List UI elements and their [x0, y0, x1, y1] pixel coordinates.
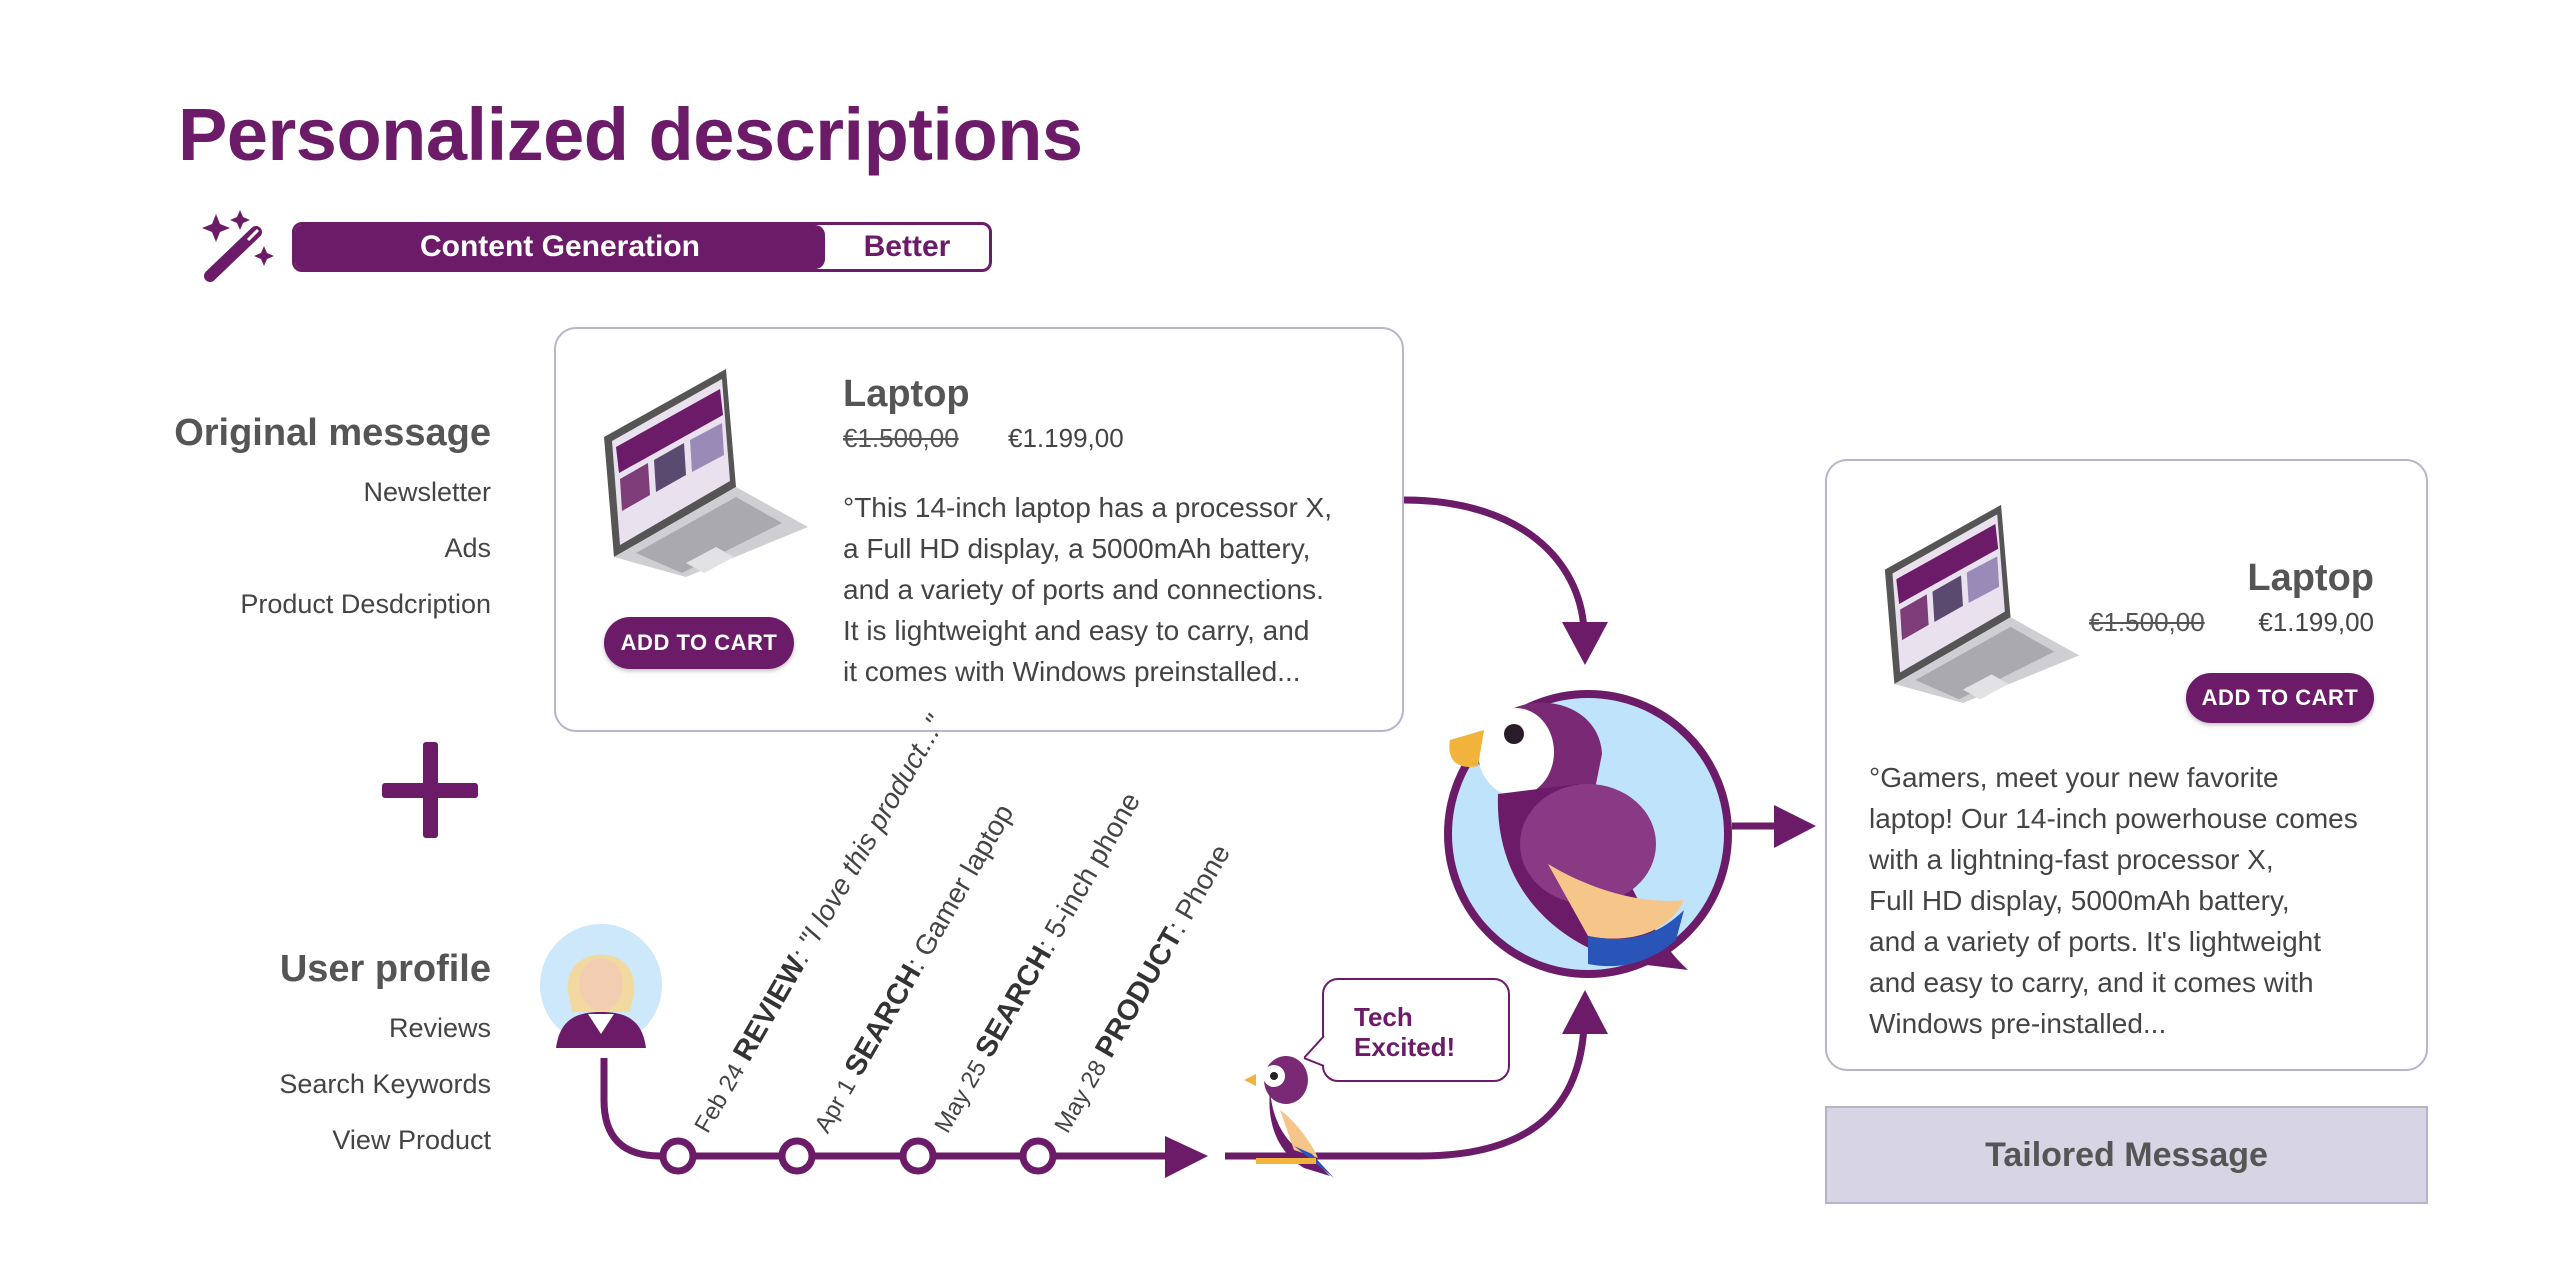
profile-item-search-keywords: Search Keywords [279, 1069, 491, 1099]
tailored-product-card: Laptop €1.500,00 €1.199,00 ADD TO CART °… [1825, 459, 2428, 1071]
avatar-icon [540, 924, 662, 1048]
original-message-heading: Original message [174, 412, 491, 454]
arrow-down-icon [1562, 622, 1608, 665]
original-message-section: Original message Newsletter Ads Product … [174, 412, 491, 620]
laptop-icon [604, 369, 808, 577]
tag-primary: Content Generation [295, 225, 825, 269]
original-item-product-description: Product Desdcription [240, 589, 491, 619]
product-name: Laptop [843, 373, 970, 415]
tailored-old-price: €1.500,00 [2089, 607, 2205, 637]
tailored-add-to-cart-button[interactable]: ADD TO CART [2186, 673, 2374, 723]
original-product-card: ADD TO CART Laptop €1.500,00 €1.199,00 °… [554, 327, 1404, 732]
tailored-message-label: Tailored Message [1825, 1106, 2428, 1204]
tailored-new-price: €1.199,00 [2258, 607, 2374, 637]
profile-item-view-product: View Product [332, 1125, 491, 1155]
tag-secondary: Better [863, 230, 951, 263]
plus-icon [382, 742, 478, 838]
product-description: °This 14-inch laptop has a processor X, … [843, 492, 1333, 687]
arrow-right-icon [1774, 805, 1816, 848]
magic-wand-icon [202, 210, 274, 282]
parrot-icon [1444, 690, 1732, 978]
tailored-description: °Gamers, meet your new favorite laptop! … [1869, 762, 2358, 1039]
laptop-icon [1884, 504, 2080, 703]
arrow-up-icon [1562, 990, 1608, 1034]
add-to-cart-button[interactable]: ADD TO CART [604, 617, 794, 669]
small-parrot-icon [1244, 1056, 1334, 1178]
page-title: Personalized descriptions [178, 93, 1083, 176]
user-profile-section: User profile Reviews Search Keywords Vie… [279, 948, 491, 1156]
original-item-newsletter: Newsletter [363, 477, 491, 507]
original-item-ads: Ads [444, 533, 491, 563]
tailored-product-name: Laptop [2247, 557, 2374, 599]
bubble-tail [1304, 1036, 1325, 1066]
category-tag: Content Generation Better [292, 222, 992, 272]
product-old-price: €1.500,00 [843, 423, 959, 453]
product-new-price: €1.199,00 [1008, 423, 1124, 453]
speech-bubble: Tech Excited! [1322, 978, 1510, 1082]
user-profile-heading: User profile [279, 948, 491, 990]
arrow-right-icon [1165, 1136, 1208, 1178]
profile-item-reviews: Reviews [388, 1013, 491, 1043]
